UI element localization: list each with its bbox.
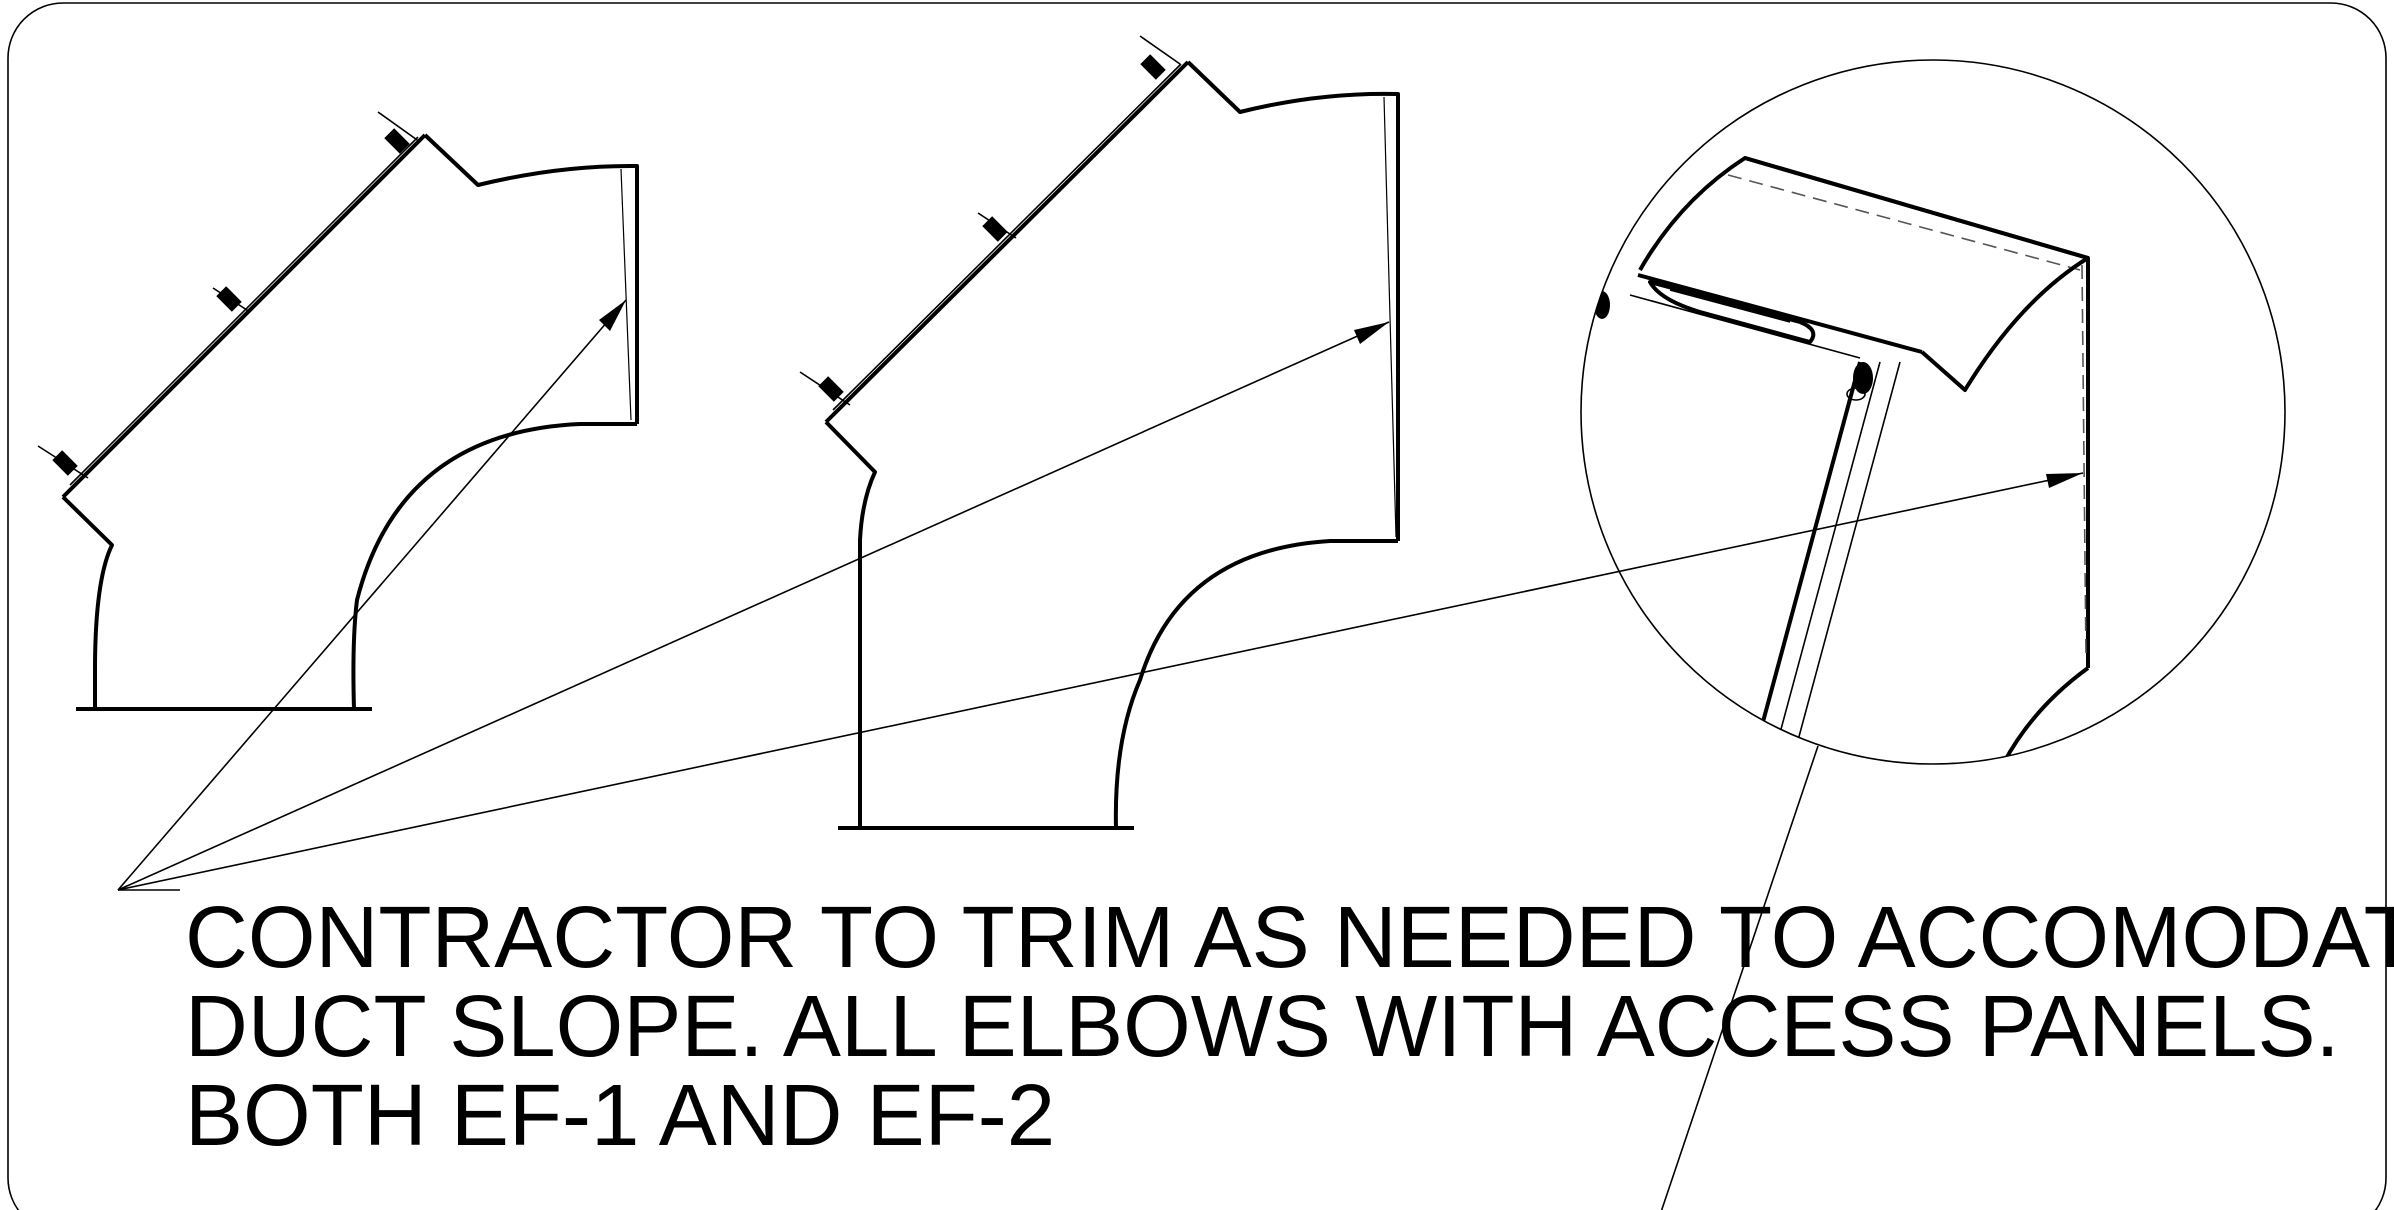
- wing-nut-icon: [37, 445, 89, 479]
- general-note: CONTRACTOR TO TRIM AS NEEDED TO ACCOMODA…: [185, 889, 2394, 1164]
- leader-lines: [117, 299, 2084, 1210]
- note-line-2: DUCT SLOPE. ALL ELBOWS WITH ACCESS PANEL…: [185, 978, 2340, 1075]
- sheet-border: [7, 2, 2387, 1210]
- large-elbow: [799, 35, 1400, 830]
- note-line-3: BOTH EF-1 AND EF-2: [185, 1067, 1056, 1164]
- small-elbow: [37, 111, 639, 711]
- wing-nut-icon: [1139, 35, 1181, 80]
- wing-nut-icon: [377, 111, 421, 154]
- wing-nut-icon: [212, 286, 251, 313]
- wing-nut-icon: [1846, 362, 1873, 401]
- wing-nut-icon: [799, 371, 851, 406]
- detail-callout-circle: [1580, 59, 2286, 765]
- wing-nut-icon: [1594, 291, 1610, 319]
- note-line-1: CONTRACTOR TO TRIM AS NEEDED TO ACCOMODA…: [185, 889, 2394, 986]
- wing-nut-icon: [977, 212, 1017, 242]
